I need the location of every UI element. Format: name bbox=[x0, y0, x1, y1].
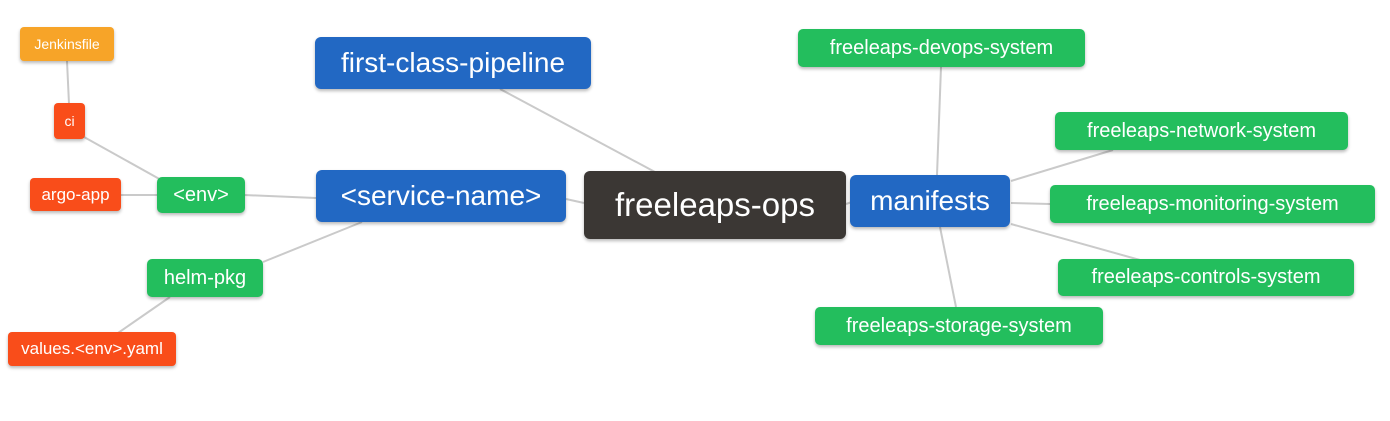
edge-ci-env bbox=[83, 136, 164, 182]
node-values-env-yaml[interactable]: values.<env>.yaml bbox=[8, 332, 176, 366]
node-freeleaps-monitoring-system[interactable]: freeleaps-monitoring-system bbox=[1050, 185, 1375, 223]
edge-first-class-pipeline-root bbox=[499, 88, 656, 173]
node-freeleaps-controls-system[interactable]: freeleaps-controls-system bbox=[1058, 259, 1354, 296]
edge-manifests-monitoring bbox=[1010, 202, 1051, 205]
edge-service-name-root bbox=[565, 198, 585, 204]
edge-manifests-storage bbox=[939, 226, 957, 308]
edge-helm-pkg-service-name bbox=[262, 221, 363, 263]
node-argo-app[interactable]: argo-app bbox=[30, 178, 121, 211]
node-freeleaps-network-system[interactable]: freeleaps-network-system bbox=[1055, 112, 1348, 150]
node-first-class-pipeline[interactable]: first-class-pipeline bbox=[315, 37, 591, 89]
node-service-name[interactable]: <service-name> bbox=[316, 170, 566, 222]
node-freeleaps-storage-system[interactable]: freeleaps-storage-system bbox=[815, 307, 1103, 345]
edge-jenkinsfile-ci bbox=[66, 60, 70, 105]
node-helm-pkg[interactable]: helm-pkg bbox=[147, 259, 263, 297]
node-manifests[interactable]: manifests bbox=[850, 175, 1010, 227]
node-freeleaps-devops-system[interactable]: freeleaps-devops-system bbox=[798, 29, 1085, 67]
node-freeleaps-ops-root[interactable]: freeleaps-ops bbox=[584, 171, 846, 239]
edge-manifests-devops bbox=[936, 66, 942, 176]
edge-manifests-network bbox=[1010, 149, 1114, 182]
edge-values-helm-pkg bbox=[117, 296, 171, 334]
node-ci[interactable]: ci bbox=[54, 103, 85, 139]
node-jenkinsfile[interactable]: Jenkinsfile bbox=[20, 27, 114, 61]
edge-env-service-name bbox=[243, 194, 317, 199]
node-env[interactable]: <env> bbox=[157, 177, 245, 213]
edge-manifests-controls bbox=[1010, 223, 1141, 261]
